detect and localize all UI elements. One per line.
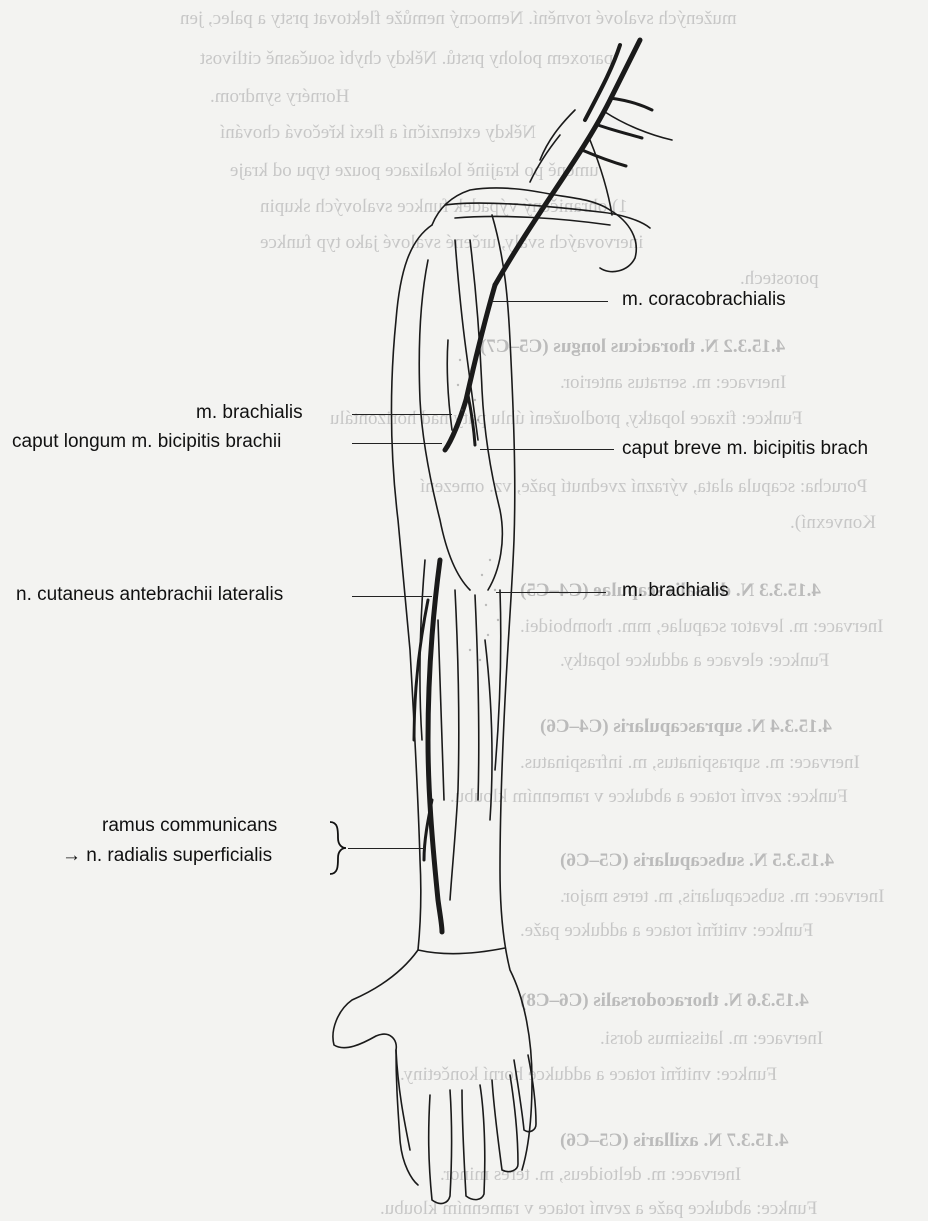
leader-line: [352, 414, 452, 415]
biceps-outline: [419, 260, 470, 590]
label-ramus-communicans: ramus communicans: [102, 815, 277, 837]
finger: [429, 1090, 452, 1203]
coracobrachialis-muscle: [455, 240, 478, 440]
leader-line: [348, 848, 426, 849]
label-brachialis-lower: m. brachialis: [622, 580, 729, 602]
leader-line: [480, 449, 614, 450]
brachialis-muscle: [447, 340, 452, 430]
brachial-plexus: [610, 98, 652, 110]
forearm-muscles: [475, 595, 479, 800]
cutaneus-antebrachii-nerve: [428, 560, 442, 932]
finger: [514, 1055, 536, 1132]
leader-line: [352, 443, 442, 444]
forearm-muscles: [485, 640, 492, 820]
label-coracobrachialis: m. coracobrachialis: [622, 289, 786, 311]
leader-line: [490, 301, 608, 302]
arm-outline: [492, 215, 532, 1170]
clavicle: [445, 203, 650, 228]
brachial-plexus: [598, 125, 642, 138]
wrist: [418, 948, 505, 954]
finger: [492, 1075, 518, 1172]
label-caput-breve: caput breve m. bicipitis brach: [622, 438, 868, 460]
brachial-plexus: [582, 150, 626, 166]
musculocutaneous-nerve: [445, 285, 495, 450]
arm-outline: [333, 225, 432, 1185]
leader-line: [352, 596, 432, 597]
shoulder-contour: [432, 188, 610, 225]
brachial-plexus-fine: [530, 135, 560, 182]
finger: [462, 1085, 485, 1200]
forearm-muscles: [450, 590, 459, 900]
label-cutaneus-antebrachii: n. cutaneus antebrachii lateralis: [16, 584, 283, 606]
label-radialis-superficialis: → n. radialis superficialis: [62, 845, 272, 867]
label-brachialis-upper: m. brachialis: [196, 402, 303, 424]
brachial-plexus-fine: [540, 110, 575, 160]
brachial-plexus: [585, 45, 620, 120]
leader-line: [496, 592, 606, 593]
label-bracket: [330, 822, 346, 874]
forearm-muscles: [495, 590, 501, 770]
brachial-plexus-fine: [590, 140, 612, 215]
label-caput-longum: caput longum m. bicipitis brachii: [12, 431, 281, 453]
musculocutaneous-nerve-branch: [468, 395, 475, 445]
forearm-muscles: [438, 620, 444, 800]
